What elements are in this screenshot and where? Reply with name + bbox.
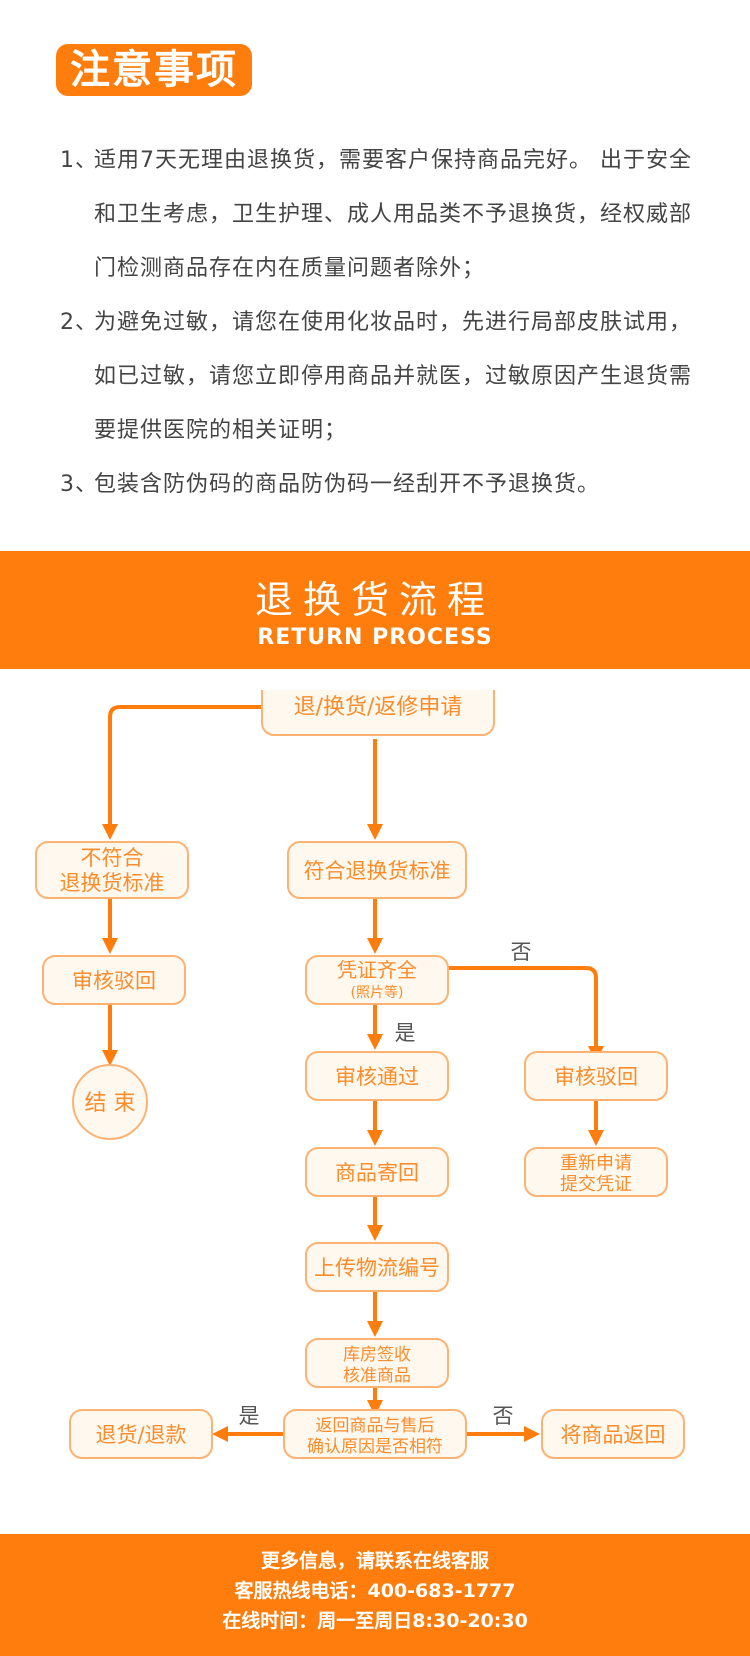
node-end: 结 束 <box>72 1064 148 1140</box>
node-return-goods: 将商品返回 <box>541 1409 685 1459</box>
notice-item-number: 2、 <box>60 310 98 335</box>
node-apply: 退/换货/返修申请 <box>261 690 495 736</box>
node-warehouse-sign: 库房签收 核准商品 <box>305 1338 449 1388</box>
svg-text:结 束: 结 束 <box>85 1091 136 1116</box>
svg-text:上传物流编号: 上传物流编号 <box>314 1256 440 1280</box>
connector-docs-to-reject <box>446 966 604 1062</box>
svg-text:返回商品与售后: 返回商品与售后 <box>316 1416 435 1436</box>
svg-text:审核驳回: 审核驳回 <box>554 1065 638 1089</box>
node-meet-standard: 符合退换货标准 <box>287 841 467 899</box>
svg-text:退换货标准: 退换货标准 <box>60 871 165 895</box>
svg-text:不符合: 不符合 <box>81 846 144 870</box>
connector-apply-to-not-meet <box>102 705 262 840</box>
svg-text:退/换货/返修申请: 退/换货/返修申请 <box>294 695 463 720</box>
node-refund: 退货/退款 <box>69 1409 213 1459</box>
footer-hotline: 客服热线电话：400-683-1777 <box>234 1580 516 1602</box>
notice-item-text: 为避免过敏，请您在使用化妆品时，先进行局部皮肤试用，如已过敏，请您立即停用商品并… <box>94 310 693 443</box>
banner-title-cn: 退换货流程 <box>254 578 495 622</box>
node-confirm-reason: 返回商品与售后 确认原因是否相符 <box>283 1409 467 1459</box>
svg-text:确认原因是否相符: 确认原因是否相符 <box>307 1437 443 1457</box>
svg-text:提交凭证: 提交凭证 <box>560 1174 632 1195</box>
notice-list: 1、 适用7天无理由退换货，需要客户保持商品完好。 出于安全和卫生考虑，卫生护理… <box>60 134 710 512</box>
node-documents-complete: 凭证齐全 (照片等) <box>305 955 449 1005</box>
svg-text:库房签收: 库房签收 <box>343 1345 411 1365</box>
node-not-meet-standard: 不符合 退换货标准 <box>35 841 189 899</box>
svg-text:审核驳回: 审核驳回 <box>72 969 156 993</box>
notice-title: 注意事项 <box>56 44 252 96</box>
svg-text:符合退换货标准: 符合退换货标准 <box>304 859 451 883</box>
node-review-reject-right: 审核驳回 <box>524 1051 668 1101</box>
node-review-pass: 审核通过 <box>305 1051 449 1101</box>
return-process-banner: 退换货流程 RETURN PROCESS <box>0 551 750 669</box>
svg-text:重新申请: 重新申请 <box>560 1153 632 1174</box>
label-docs-no: 否 <box>511 940 532 964</box>
svg-text:(照片等): (照片等) <box>351 984 404 1001</box>
notice-item: 2、 为避免过敏，请您在使用化妆品时，先进行局部皮肤试用，如已过敏，请您立即停用… <box>60 296 710 458</box>
svg-text:商品寄回: 商品寄回 <box>335 1161 419 1185</box>
notice-item: 3、 包装含防伪码的商品防伪码一经刮开不予退换货。 <box>60 458 710 512</box>
notice-item: 1、 适用7天无理由退换货，需要客户保持商品完好。 出于安全和卫生考虑，卫生护理… <box>60 134 710 296</box>
label-confirm-no: 否 <box>493 1404 514 1428</box>
svg-text:凭证齐全: 凭证齐全 <box>337 958 417 982</box>
notice-item-number: 1、 <box>60 148 98 173</box>
notice-item-text: 适用7天无理由退换货，需要客户保持商品完好。 出于安全和卫生考虑，卫生护理、成人… <box>94 148 693 281</box>
node-reapply: 重新申请 提交凭证 <box>524 1147 668 1197</box>
node-upload-tracking: 上传物流编号 <box>305 1242 449 1292</box>
svg-text:审核通过: 审核通过 <box>335 1065 419 1089</box>
svg-text:核准商品: 核准商品 <box>343 1366 411 1386</box>
banner-title-en: RETURN PROCESS <box>257 625 493 650</box>
footer-more-info: 更多信息，请联系在线客服 <box>260 1550 489 1572</box>
contact-footer: 更多信息，请联系在线客服 客服热线电话：400-683-1777 在线时间：周一… <box>0 1534 750 1656</box>
notice-item-text: 包装含防伪码的商品防伪码一经刮开不予退换货。 <box>94 472 601 497</box>
return-flowchart: 退/换货/返修申请 不符合 退换货标准 符合退换货标准 审核驳回 结 束 凭证齐… <box>35 690 685 1459</box>
svg-text:退货/退款: 退货/退款 <box>95 1423 186 1447</box>
notice-item-number: 3、 <box>60 472 98 497</box>
footer-hours: 在线时间：周一至周日8:30-20:30 <box>222 1610 528 1632</box>
node-ship-back: 商品寄回 <box>305 1147 449 1197</box>
svg-text:将商品返回: 将商品返回 <box>561 1423 666 1447</box>
node-review-reject-left: 审核驳回 <box>42 955 186 1005</box>
label-docs-yes: 是 <box>395 1021 416 1045</box>
label-confirm-yes: 是 <box>239 1404 260 1428</box>
